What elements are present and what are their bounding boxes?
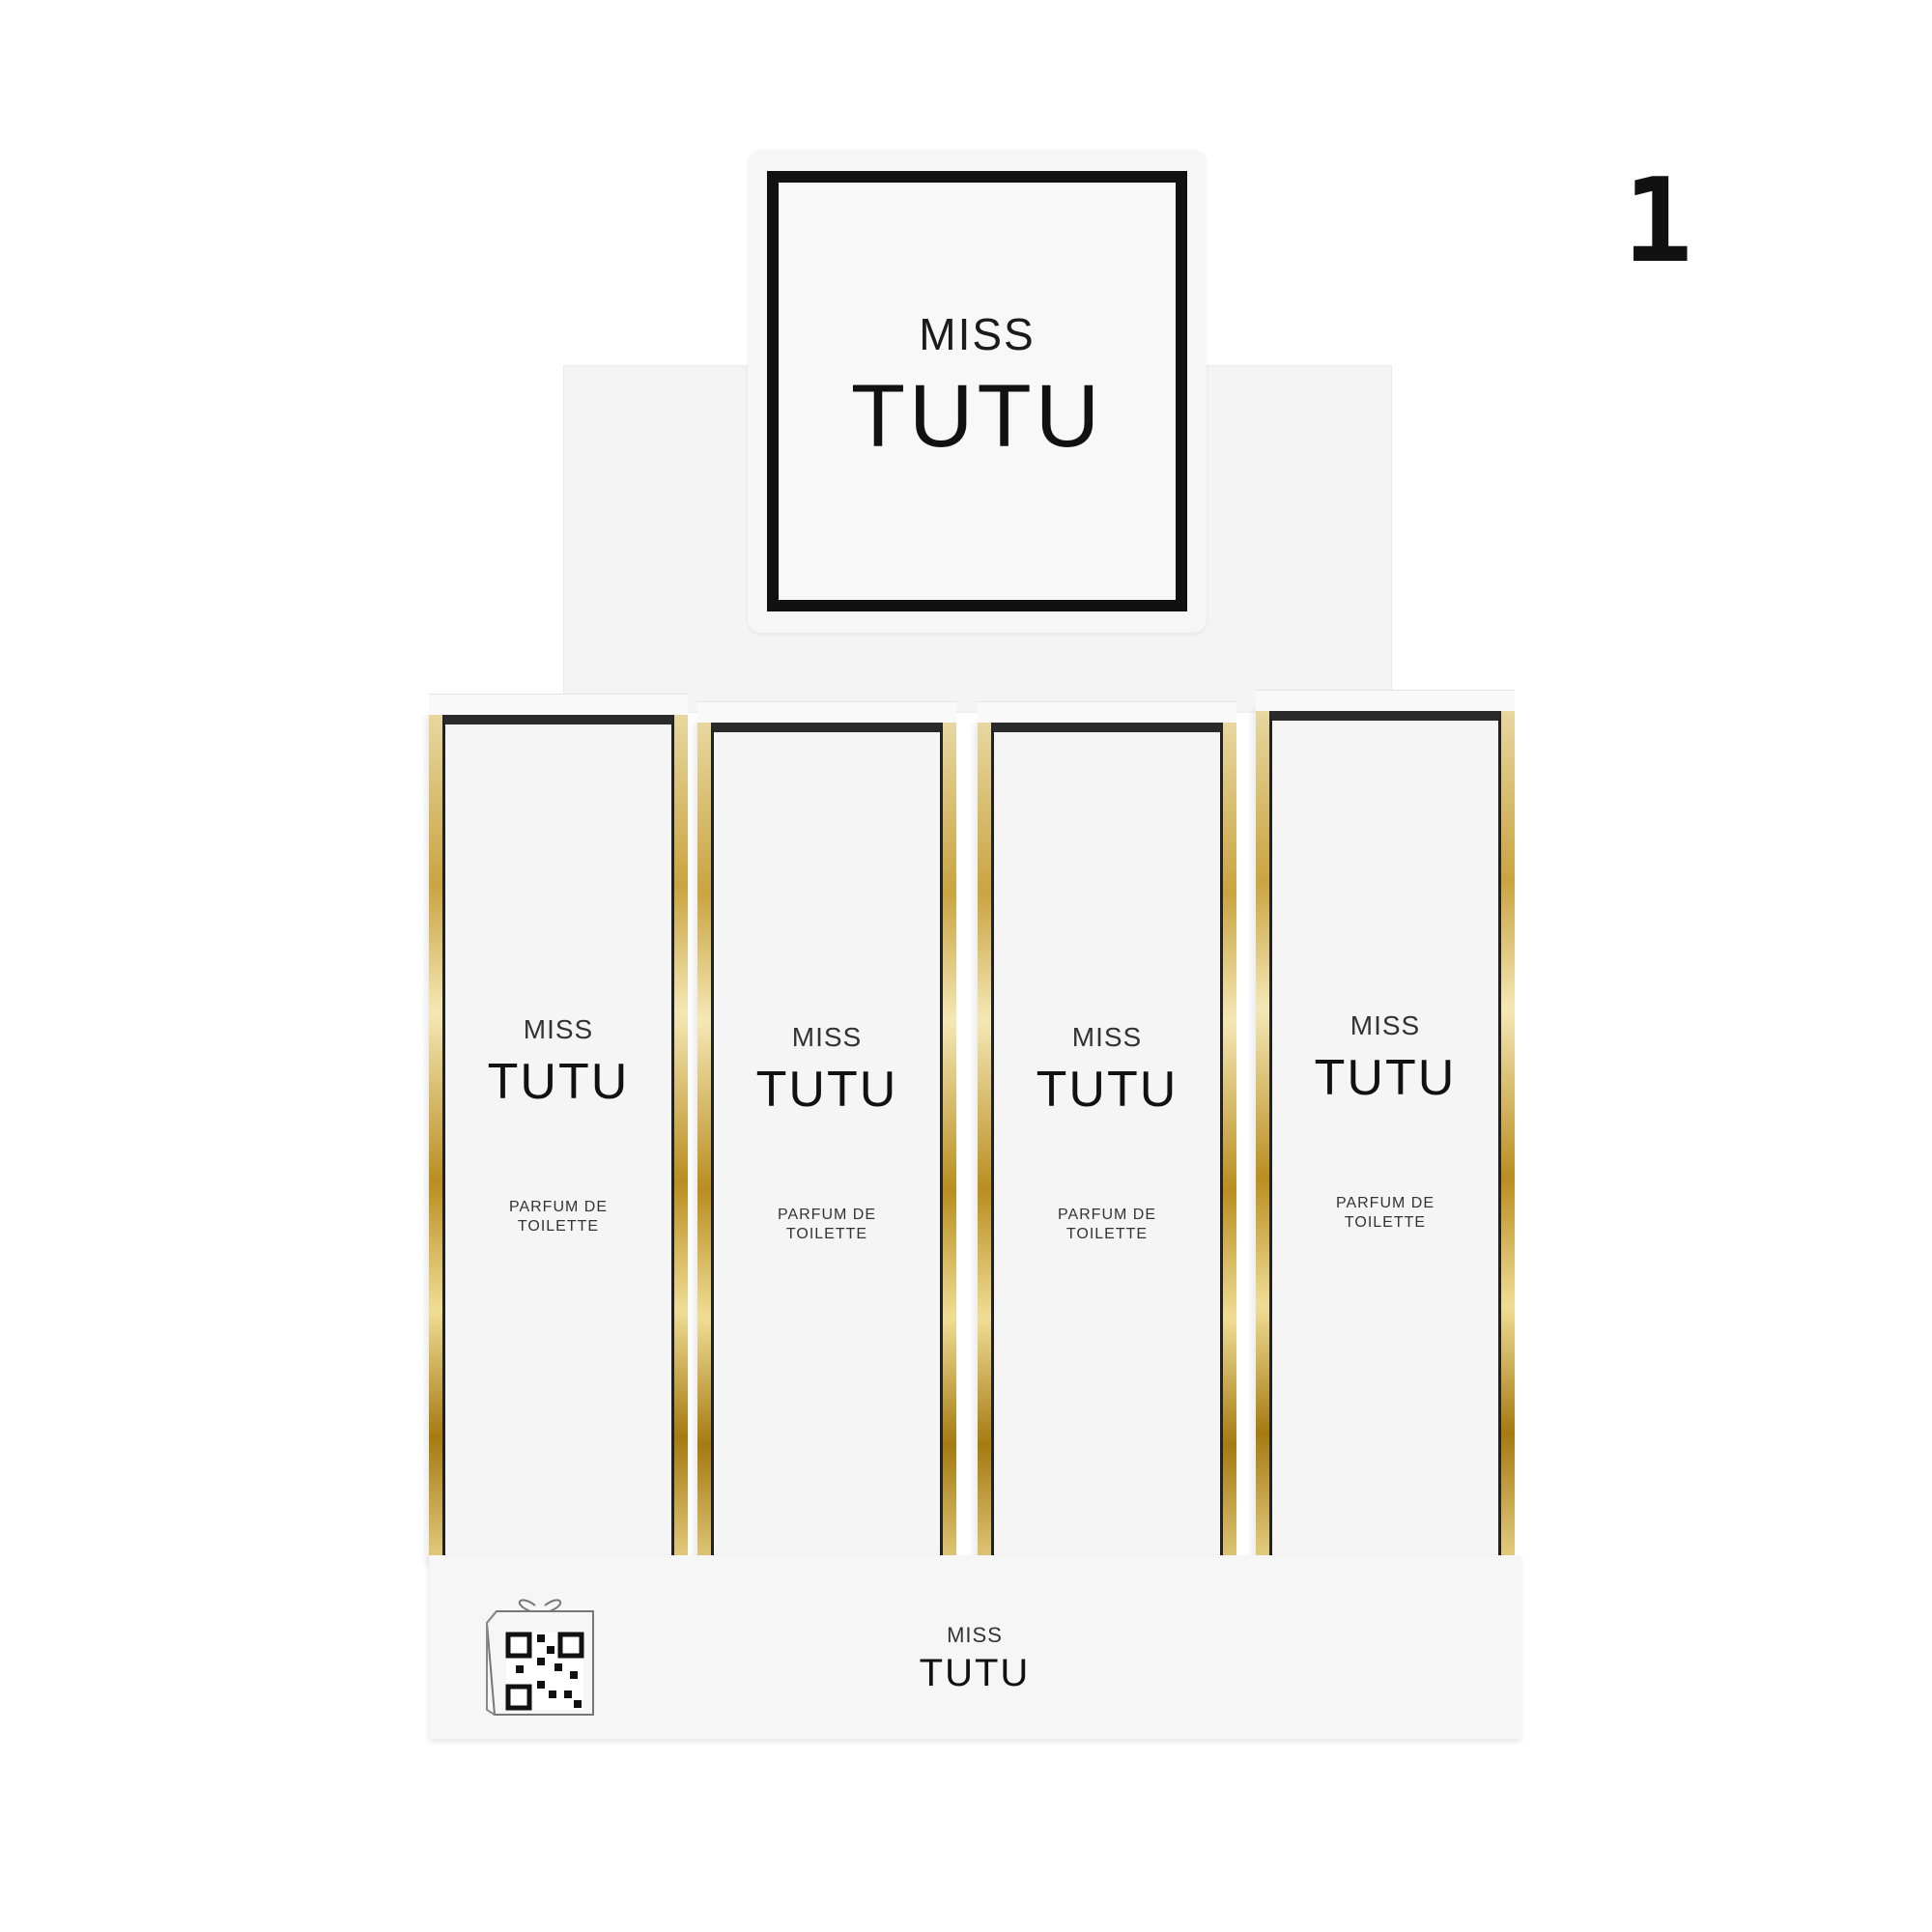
box-face: MISS TUTU PARFUM DE TOILETTE (442, 715, 674, 1565)
box-brand-top: MISS (1350, 1010, 1421, 1040)
box-brand-main: TUTU (755, 1062, 898, 1118)
box-product-type: PARFUM DE TOILETTE (714, 1206, 940, 1244)
box-product-line2: TOILETTE (1344, 1214, 1427, 1231)
box-product-type: PARFUM DE TOILETTE (1272, 1194, 1498, 1233)
perfume-box: MISS TUTU PARFUM DE TOILETTE (429, 694, 688, 1565)
box-product-line1: PARFUM DE (1057, 1207, 1157, 1223)
header-card: MISS TUTU (748, 150, 1207, 633)
box-top-flap (697, 701, 956, 725)
gold-edge (943, 723, 956, 1573)
gold-edge (978, 723, 991, 1573)
box-brand-top: MISS (791, 1022, 863, 1052)
box-top-flap (429, 694, 688, 718)
display-tray: MISS TUTU (429, 1555, 1520, 1739)
box-brand-top: MISS (523, 1014, 594, 1044)
header-brand-top: MISS (919, 309, 1036, 359)
header-frame: MISS TUTU (767, 171, 1187, 611)
box-product-type: PARFUM DE TOILETTE (445, 1198, 671, 1236)
box-product-line1: PARFUM DE (508, 1199, 609, 1215)
gold-edge (674, 715, 688, 1565)
gift-qr-icon (485, 1599, 594, 1716)
box-product-line2: TOILETTE (517, 1218, 600, 1235)
box-product-type: PARFUM DE TOILETTE (994, 1206, 1220, 1244)
box-product-line1: PARFUM DE (1335, 1195, 1435, 1211)
box-top-flap (978, 701, 1236, 725)
box-brand-main: TUTU (487, 1054, 630, 1110)
box-top-flap (1256, 690, 1515, 714)
perfume-box: MISS TUTU PARFUM DE TOILETTE (697, 701, 956, 1573)
gold-edge (697, 723, 711, 1573)
tray-brand-top: MISS (947, 1623, 1003, 1647)
gold-edge (429, 715, 442, 1565)
gold-edge (1223, 723, 1236, 1573)
header-brand-main: TUTU (850, 367, 1104, 466)
page-number: 1 (1623, 155, 1693, 289)
box-brand-main: TUTU (1036, 1062, 1179, 1118)
box-product-line2: TOILETTE (785, 1226, 868, 1242)
perfume-box: MISS TUTU PARFUM DE TOILETTE (978, 701, 1236, 1573)
perfume-box: MISS TUTU PARFUM DE TOILETTE (1256, 690, 1515, 1561)
box-face: MISS TUTU PARFUM DE TOILETTE (991, 723, 1223, 1573)
box-product-line1: PARFUM DE (777, 1207, 877, 1223)
box-brand-main: TUTU (1314, 1050, 1457, 1106)
gold-edge (1256, 711, 1269, 1561)
box-brand-top: MISS (1071, 1022, 1143, 1052)
gold-edge (1501, 711, 1515, 1561)
box-product-line2: TOILETTE (1065, 1226, 1149, 1242)
box-face: MISS TUTU PARFUM DE TOILETTE (711, 723, 943, 1573)
box-face: MISS TUTU PARFUM DE TOILETTE (1269, 711, 1501, 1561)
tray-brand-main: TUTU (919, 1652, 1031, 1694)
